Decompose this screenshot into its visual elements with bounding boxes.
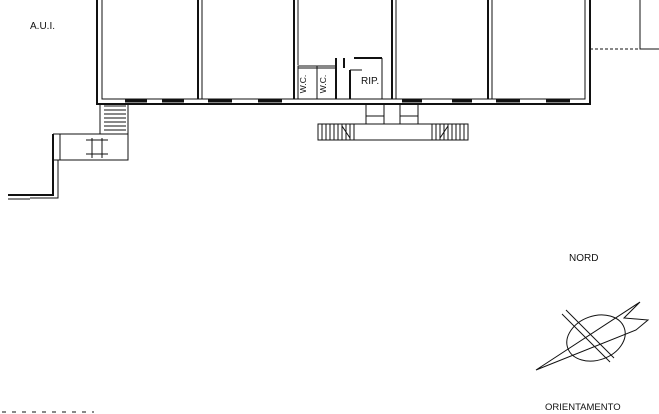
room-label-wc-2: W.C. <box>318 74 329 94</box>
room-label-rip: RIP. <box>361 76 380 87</box>
wc-block <box>298 58 382 99</box>
east-annex <box>590 0 659 49</box>
room-label-wc-1: W.C. <box>298 74 309 94</box>
plan-label-aui: A.U.I. <box>30 21 56 32</box>
west-stairs <box>8 104 128 199</box>
exterior-walls <box>97 0 590 104</box>
north-label: NORD <box>569 253 599 264</box>
orientation-label: ORIENTAMENTO <box>545 402 621 413</box>
entrance-steps <box>318 104 468 140</box>
interior-walls <box>198 0 492 99</box>
north-arrow-icon <box>536 302 648 370</box>
